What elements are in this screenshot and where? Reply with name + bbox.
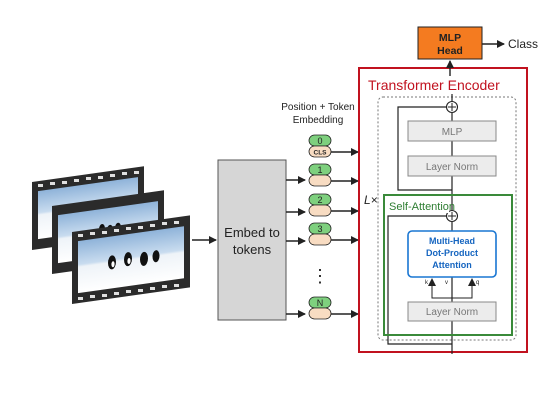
mlp-label: MLP <box>442 127 463 138</box>
plus-circle-icon <box>445 209 459 223</box>
cls-label: CLS <box>314 150 328 157</box>
transformer-encoder-box <box>358 67 528 353</box>
embed-box: Embed to tokens <box>217 159 287 321</box>
embed-arrows <box>286 176 306 318</box>
token-1: 1 <box>308 163 332 187</box>
key-label: k <box>425 280 429 286</box>
embedding-label-line2: Embedding <box>293 115 344 126</box>
token-2-label: 2 <box>317 195 322 205</box>
mlp-head-box: MLP Head <box>417 26 483 60</box>
attention-line3: Attention <box>432 260 472 270</box>
token-arrows <box>331 148 359 318</box>
mlp-box <box>407 120 497 142</box>
mlp-head-line1: MLP <box>439 32 461 44</box>
token-1-label: 1 <box>317 165 322 175</box>
token-2: 2 <box>308 193 332 217</box>
token-3-label: 3 <box>317 224 322 234</box>
encoder-title-bg <box>366 77 504 93</box>
token-0: 0 CLS <box>308 134 332 158</box>
layer-norm-top-box <box>407 155 497 177</box>
token-0-label: 0 <box>317 136 322 146</box>
transformer-encoder-title: Transformer Encoder <box>368 77 500 93</box>
mlp-head-line2: Head <box>437 45 463 57</box>
repeat-label: L× <box>364 193 378 207</box>
attention-line2: Dot-Product <box>426 248 478 258</box>
query-label: q <box>476 280 479 286</box>
layer-norm-bottom-box <box>407 301 497 322</box>
value-label: v <box>445 280 448 286</box>
token-ellipsis: ⋮ <box>311 266 329 286</box>
class-label: Class <box>508 37 538 51</box>
qkv-arrows <box>428 278 476 299</box>
skip-connection-attention <box>387 215 452 345</box>
plus-circle-icon <box>445 100 459 114</box>
self-attention-box <box>383 194 513 336</box>
attention-line1: Multi-Head <box>429 236 475 246</box>
self-attention-title: Self-Attention <box>389 201 455 213</box>
skip-connection-mlp <box>397 106 452 191</box>
token-3: 3 <box>308 222 332 246</box>
penguin-icon <box>108 250 160 270</box>
attention-box <box>407 230 497 278</box>
layer-norm-top-label: Layer Norm <box>426 162 478 173</box>
embedding-label-line1: Position + Token <box>281 102 354 113</box>
embed-box-line2: tokens <box>233 242 272 257</box>
film-strip-icon <box>32 166 190 304</box>
layer-norm-bottom-label: Layer Norm <box>426 307 478 318</box>
embed-box-line1: Embed to <box>224 225 280 240</box>
token-n-label: N <box>317 298 324 308</box>
token-n: N <box>308 296 332 320</box>
encoder-block-dashed <box>377 96 517 341</box>
